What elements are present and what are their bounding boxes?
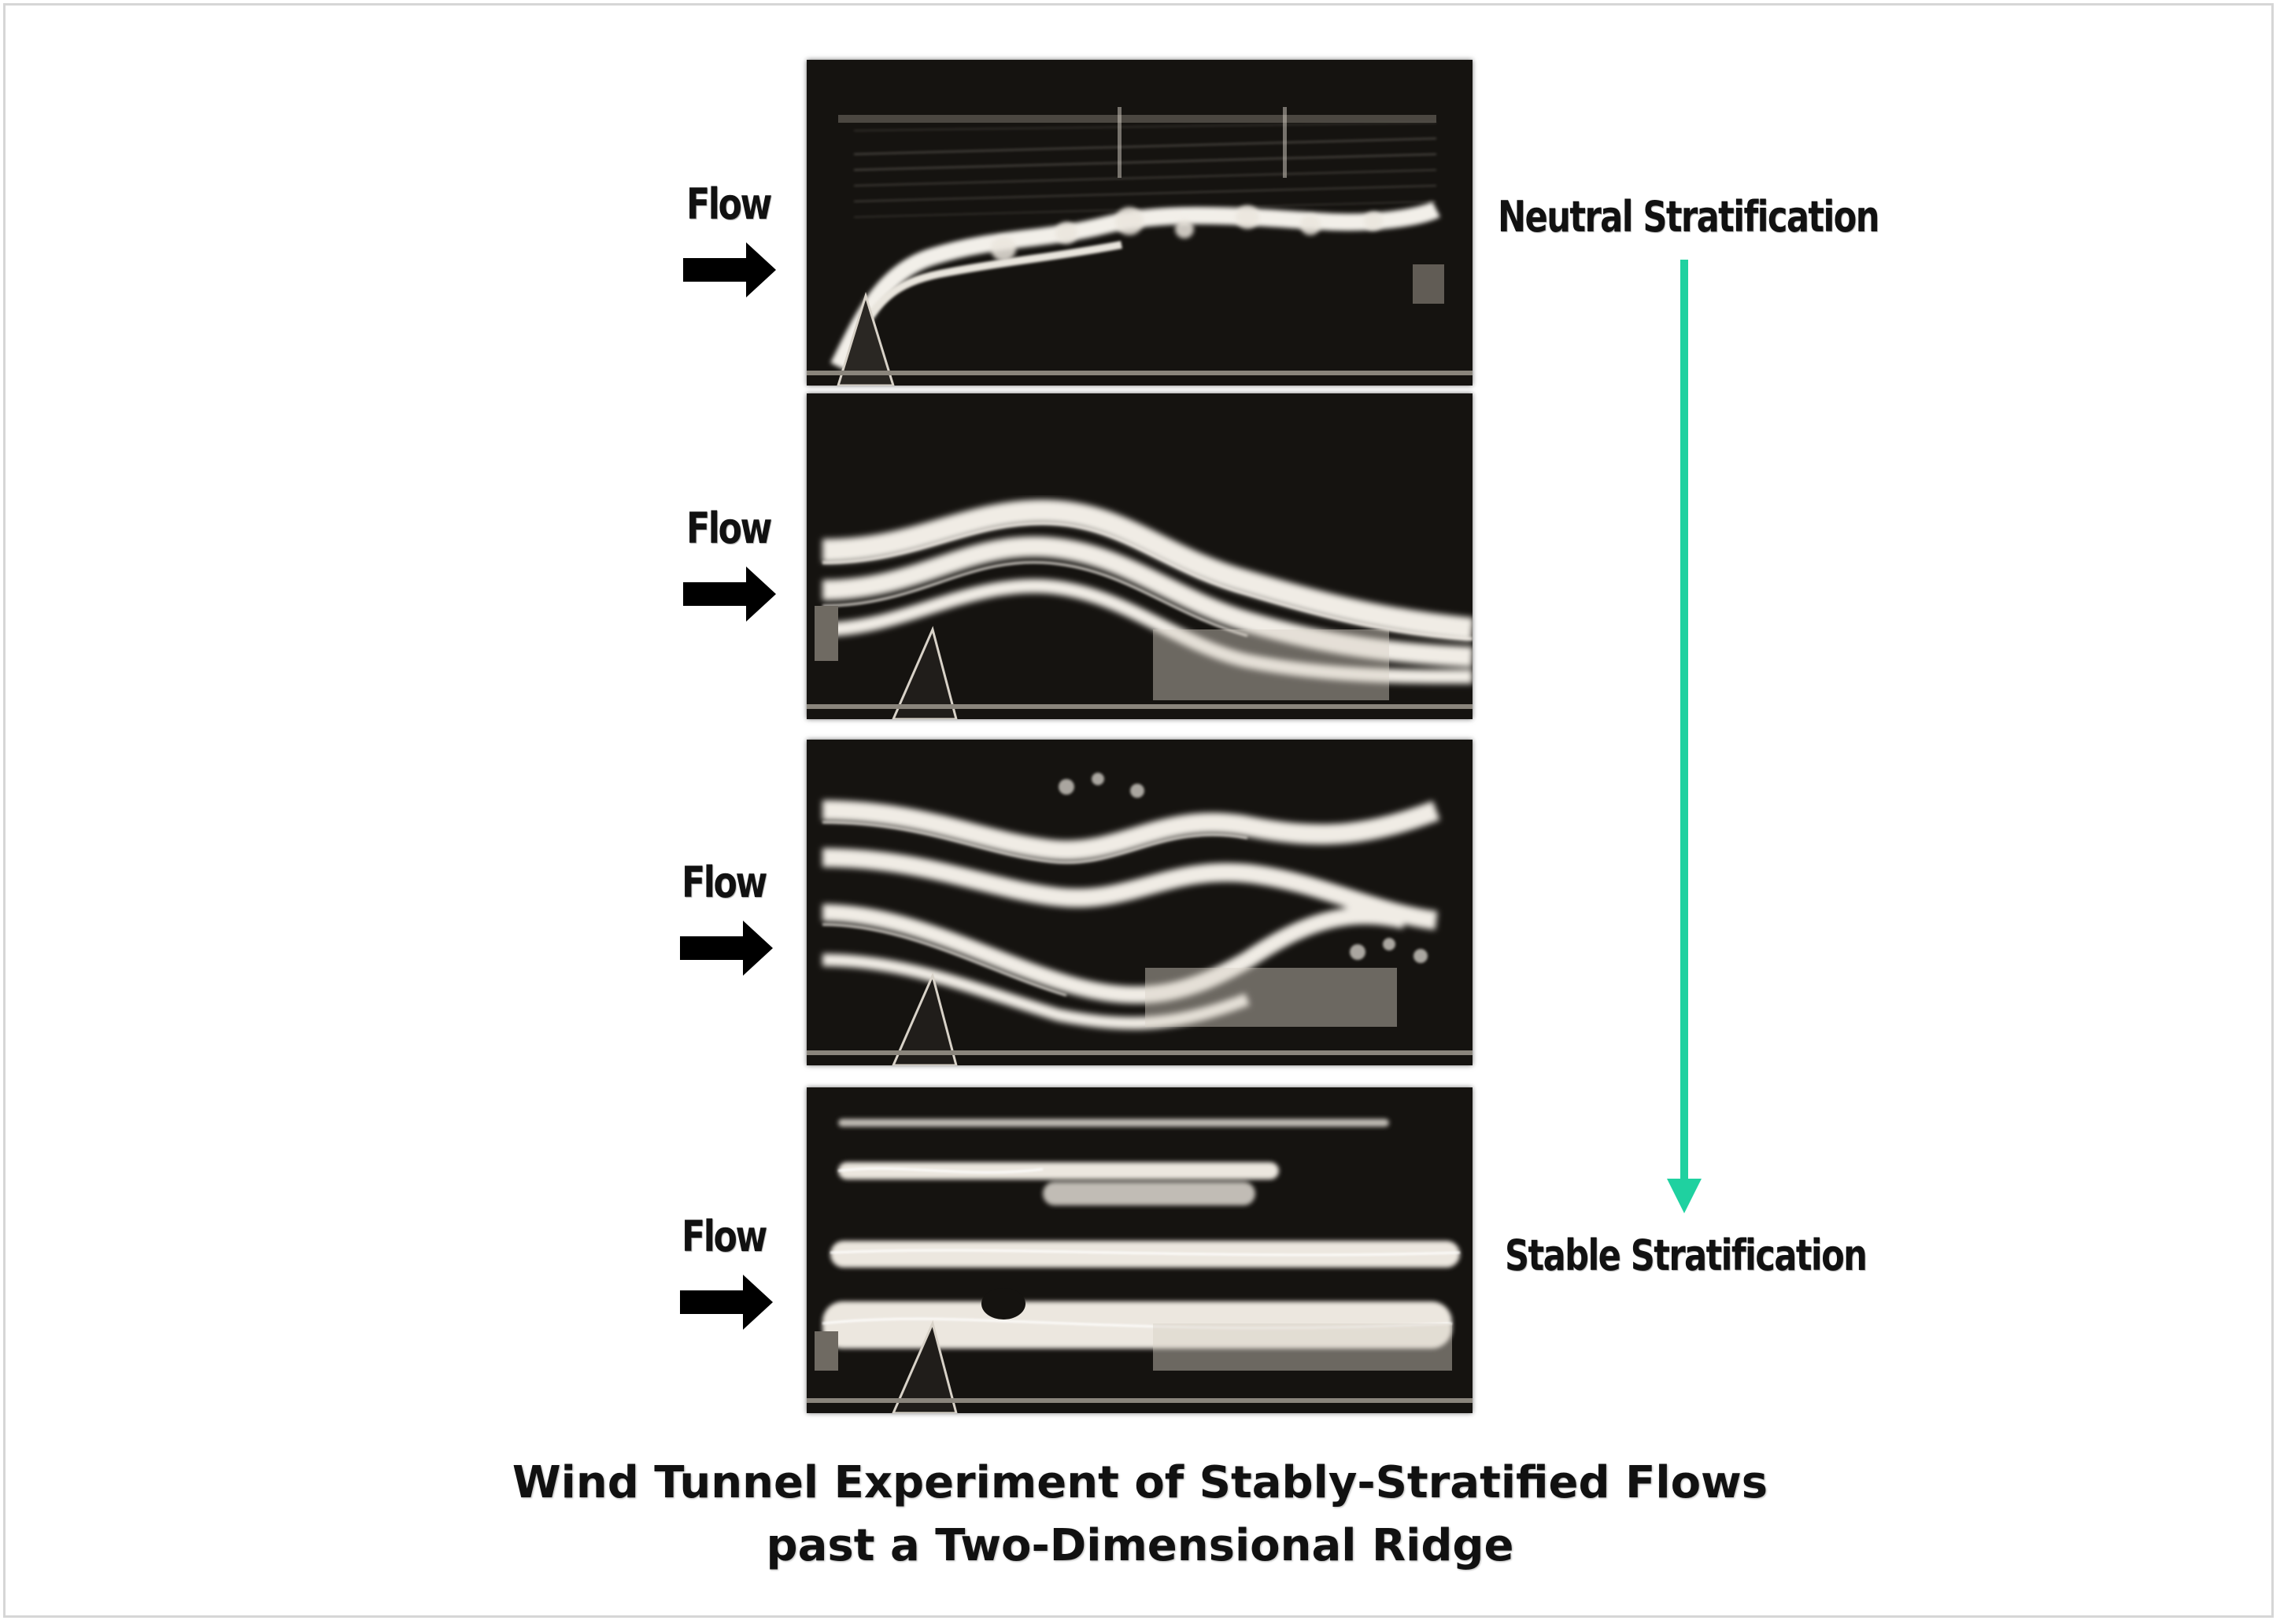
figure-frame	[3, 3, 2274, 1618]
stable-stratification-label: Stable Stratification	[1505, 1231, 1868, 1280]
down-arrow-icon	[1667, 260, 1702, 1213]
flow-label-2: Flow	[686, 504, 772, 553]
right-arrow-icon	[680, 1275, 773, 1330]
photo-panel-stable	[807, 1087, 1473, 1413]
right-arrow-icon	[683, 242, 776, 297]
figure-caption-line-2: past a Two-Dimensional Ridge	[766, 1520, 1514, 1571]
right-arrow-icon	[680, 921, 773, 976]
flow-label-1: Flow	[686, 179, 772, 229]
photo-panel-moderately-stable	[807, 740, 1473, 1065]
flow-label-4: Flow	[682, 1212, 767, 1261]
photo-panel-neutral	[807, 60, 1473, 386]
right-arrow-icon	[683, 567, 776, 622]
photo-panel-weakly-stable	[807, 393, 1473, 719]
figure-caption-line-1: Wind Tunnel Experiment of Stably-Stratif…	[512, 1457, 1768, 1508]
neutral-stratification-label: Neutral Stratification	[1498, 192, 1879, 242]
flow-label-3: Flow	[682, 858, 767, 907]
